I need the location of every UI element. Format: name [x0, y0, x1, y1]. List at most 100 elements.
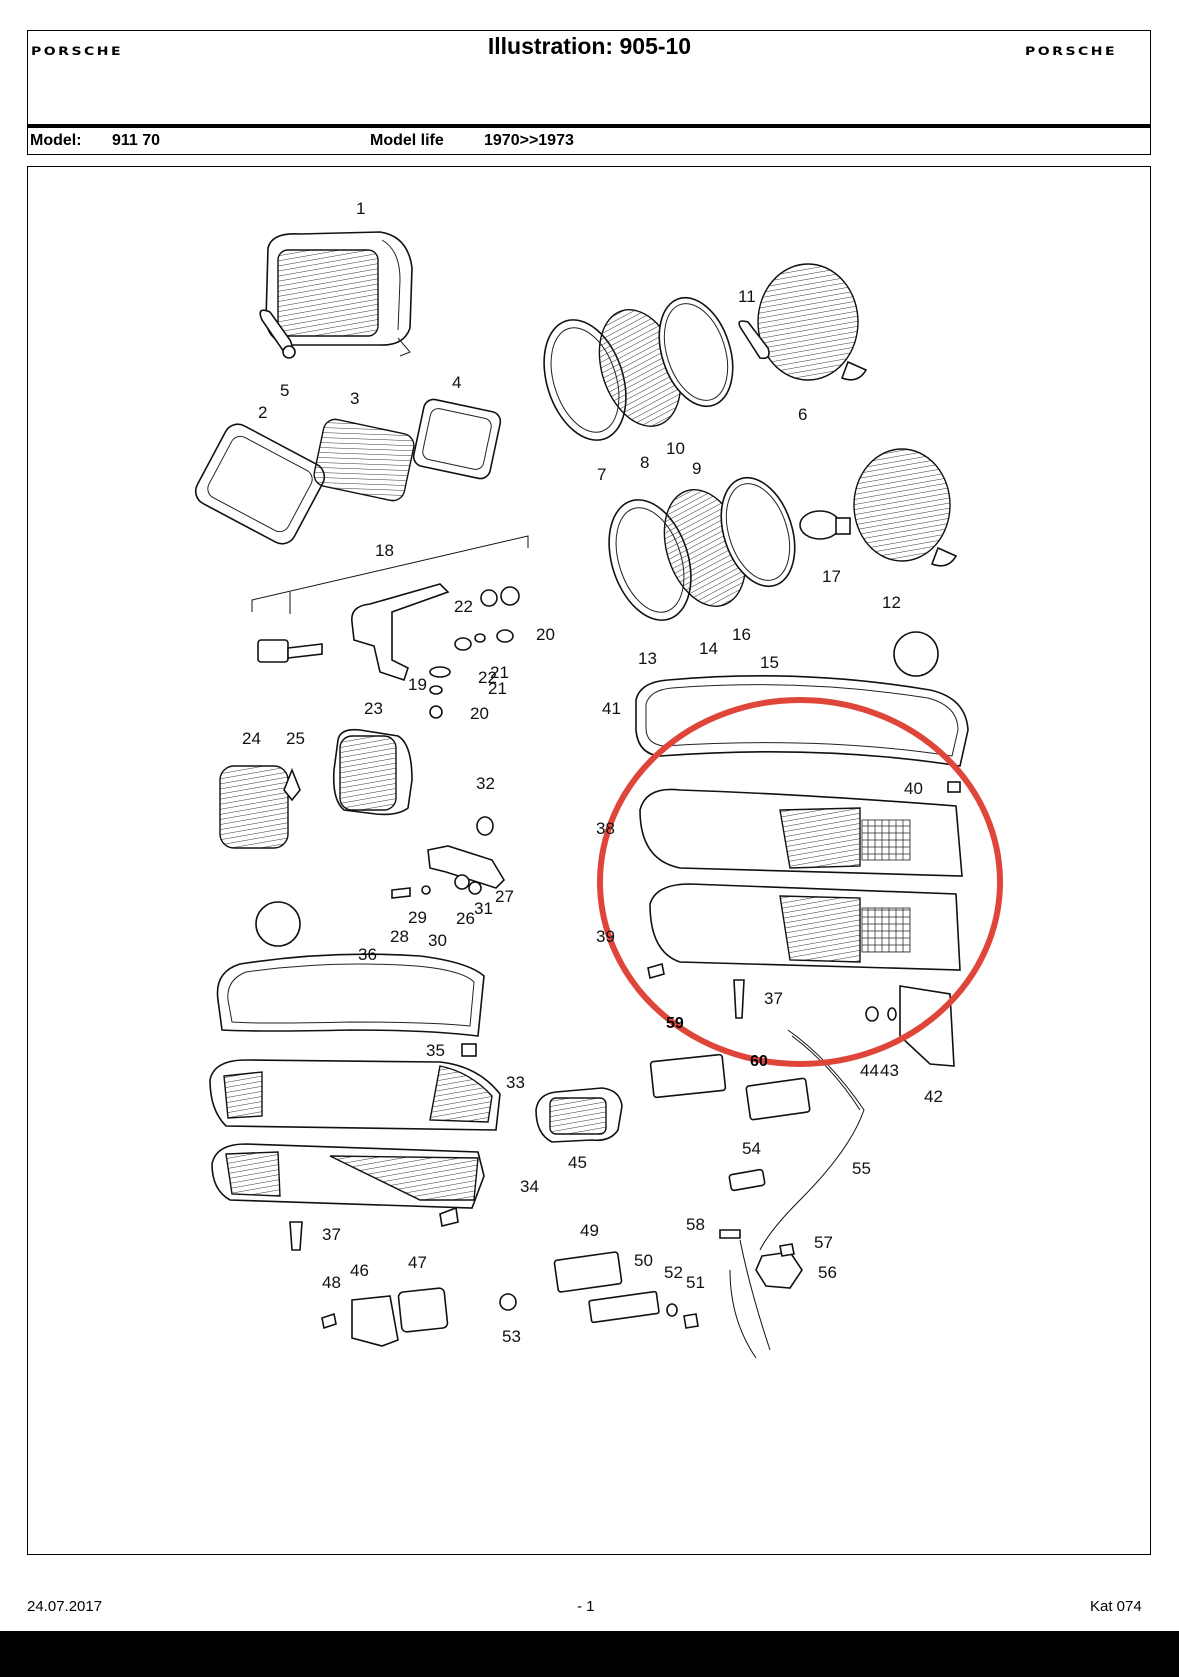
callout-32: 32 — [476, 774, 495, 793]
callout-54: 54 — [742, 1139, 761, 1158]
callout-26: 26 — [456, 909, 475, 928]
brand-logo-right: PORSCHE — [1025, 45, 1118, 59]
callout-55: 55 — [852, 1159, 871, 1178]
part-clip-35 — [461, 1043, 477, 1057]
highlight-circle — [597, 697, 1003, 1067]
callout-34: 34 — [520, 1177, 539, 1196]
part-module-59 — [649, 1053, 727, 1099]
part-clip-40 — [947, 781, 961, 793]
part-module-60 — [745, 1077, 811, 1121]
callout-51: 51 — [686, 1273, 705, 1292]
callout-14: 14 — [699, 639, 718, 658]
callout-6: 6 — [798, 405, 807, 424]
callout-18: 18 — [375, 541, 394, 560]
part-fasteners-20-22 — [429, 629, 514, 719]
footer-date: 24.07.2017 — [27, 1598, 103, 1615]
part-bulb-25 — [283, 767, 301, 802]
part-frame — [194, 423, 326, 545]
callout-20: 20 — [536, 625, 555, 644]
callout-3: 3 — [350, 389, 359, 408]
callout-25: 25 — [286, 729, 305, 748]
model-row — [27, 128, 1151, 155]
callout-10: 10 — [666, 439, 685, 458]
callout-22: 22 — [454, 597, 473, 616]
callout-47: 47 — [408, 1253, 427, 1272]
callout-49: 49 — [580, 1221, 599, 1240]
callout-57: 57 — [814, 1233, 833, 1252]
part-headlight-housing — [265, 231, 413, 357]
callout-8: 8 — [640, 453, 649, 472]
part-lens — [313, 418, 415, 502]
callout-27: 27 — [495, 887, 514, 906]
part-nut-53 — [499, 1293, 517, 1311]
part-screw-37-right — [733, 979, 745, 1019]
part-lamp-23 — [332, 728, 413, 816]
part-gasket-36 — [216, 953, 485, 1037]
callout-28: 28 — [390, 927, 409, 946]
callout-21: 21 — [488, 679, 507, 698]
model-label: Model: — [30, 132, 82, 149]
callout-16: 16 — [732, 625, 751, 644]
callout-37: 37 — [322, 1225, 341, 1244]
part-lamp-assembly-lower — [608, 476, 796, 621]
page-title: Illustration: 905-10 — [487, 33, 692, 59]
model-life-label: Model life — [370, 132, 444, 149]
part-bulb-17 — [799, 510, 851, 540]
part-screw-37-left — [289, 1221, 303, 1251]
callout-46: 46 — [350, 1261, 369, 1280]
callout-33: 33 — [506, 1073, 525, 1092]
callout-22: 22 — [478, 668, 497, 687]
callout-31: 31 — [474, 899, 493, 918]
callout-39: 39 — [596, 927, 615, 946]
part-lamp-assembly-upper — [543, 296, 734, 441]
callout-40: 40 — [904, 779, 923, 798]
callout-20: 20 — [470, 704, 489, 723]
callout-21: 21 — [490, 663, 509, 682]
part-lamp-unit-12 — [853, 448, 958, 567]
part-gasket-47 — [397, 1287, 449, 1333]
callout-36: 36 — [358, 945, 377, 964]
callout-37: 37 — [764, 989, 783, 1008]
note-symbol-left — [255, 901, 301, 947]
callout-43: 43 — [880, 1061, 899, 1080]
callout-11: 11 — [738, 287, 756, 306]
callout-50: 50 — [634, 1251, 653, 1270]
callout-15: 15 — [760, 653, 779, 672]
callout-4: 4 — [452, 373, 461, 392]
callout-41: 41 — [602, 699, 621, 718]
callout-1: 1 — [356, 199, 365, 218]
callout-59: 59 — [666, 1015, 684, 1032]
part-lens-33 — [209, 1059, 501, 1131]
part-flange-56 — [755, 1251, 803, 1289]
callout-2: 2 — [258, 403, 267, 422]
part-lens-50 — [588, 1290, 660, 1324]
model-life-value: 1970>>1973 — [484, 132, 574, 149]
part-bulb-holder — [259, 309, 296, 359]
model-value: 911 70 — [112, 132, 161, 149]
callout-13: 13 — [638, 649, 657, 668]
callout-19: 19 — [408, 675, 427, 694]
part-lamp-49 — [553, 1251, 623, 1293]
callout-30: 30 — [428, 931, 447, 950]
note-symbol-right — [893, 631, 939, 677]
callout-44: 44 — [860, 1061, 879, 1080]
callout-52: 52 — [664, 1263, 683, 1282]
part-lamp-24 — [219, 765, 289, 849]
callout-29: 29 — [408, 908, 427, 927]
callout-17: 17 — [822, 567, 841, 586]
callout-5: 5 — [280, 381, 289, 400]
part-connector-54 — [728, 1168, 766, 1192]
callout-7: 7 — [597, 465, 606, 484]
brand-logo-left: PORSCHE — [31, 45, 124, 59]
callout-38: 38 — [596, 819, 615, 838]
header-divider — [27, 124, 1151, 128]
part-seal — [412, 398, 502, 480]
callout-60: 60 — [750, 1053, 768, 1070]
callout-42: 42 — [924, 1087, 943, 1106]
part-gasket-41 — [635, 674, 969, 767]
callout-45: 45 — [568, 1153, 587, 1172]
part-side-marker-45 — [535, 1087, 623, 1143]
callout-12: 12 — [882, 593, 901, 612]
